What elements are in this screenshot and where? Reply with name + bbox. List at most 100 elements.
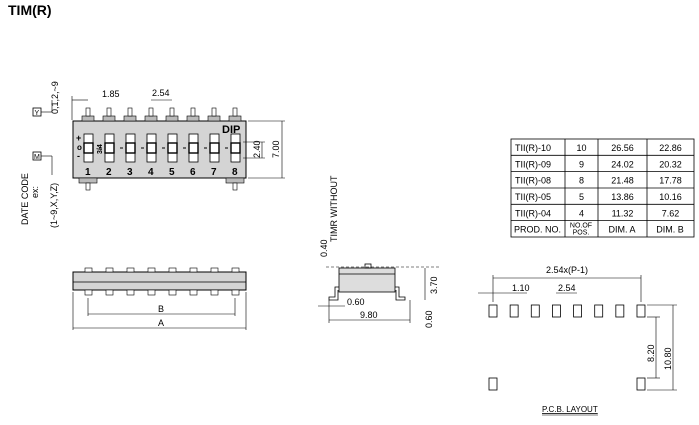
date-code: Y 0,1,2,~9 M DATE CODE ex: (1~9,X,Y,Z) [20, 81, 60, 228]
position-number: 2 [106, 167, 112, 178]
dim-top: 0.40 [319, 239, 329, 257]
pin [123, 115, 137, 122]
table-header-pos: POS. [573, 230, 590, 237]
pin [165, 115, 179, 122]
table-cell: 4 [579, 208, 584, 218]
table-cell: TII(R)-05 [515, 192, 551, 202]
pin-lead [232, 107, 238, 117]
switch-actuator[interactable] [188, 142, 199, 154]
switch-actuator[interactable] [125, 142, 136, 154]
front-view: B A [72, 267, 247, 330]
pcb-layout: 2.54x(P-1) 1.10 2.54 8.20 10.80 P.C.B. L… [478, 265, 677, 416]
brand-mark: DIP [222, 124, 240, 136]
front-pin [168, 289, 177, 296]
switch-actuator[interactable] [104, 142, 115, 154]
front-pin [231, 289, 240, 296]
dim-pad-pitch: 2.54 [558, 283, 576, 293]
table-cell: 7.62 [662, 208, 680, 218]
front-pin [105, 289, 114, 296]
pin-lead [169, 107, 175, 117]
pcb-pad [573, 304, 582, 318]
dim-pad-outer: 10.80 [663, 347, 673, 370]
dim-body-height: 7.00 [271, 140, 281, 158]
front-pin [189, 289, 198, 296]
position-number: 1 [85, 167, 91, 178]
pcb-pad [636, 304, 646, 318]
dim-overall-width: 9.80 [360, 310, 378, 320]
date-code-example: ex: [30, 186, 40, 198]
side-view: 0.40 TIMR WITHOUT 0.60 9.80 3.70 0.60 [318, 175, 440, 328]
table-cell: 10.16 [659, 192, 682, 202]
switch-actuator[interactable] [146, 142, 157, 154]
table-cell: 11.32 [612, 208, 634, 218]
pin-lead [127, 107, 133, 117]
table-header-dim-b: DIM. B [656, 225, 684, 235]
code-mark: 3/4 [97, 144, 104, 154]
dim-overall-height: 3.70 [429, 276, 439, 294]
table-header-dim-a: DIM. A [608, 225, 635, 235]
pin [144, 115, 158, 122]
bottom-pin-lead [85, 182, 91, 191]
table-cell: 24.02 [611, 159, 634, 169]
table-cell: 22.86 [659, 143, 682, 153]
date-code-month-box: M [34, 154, 40, 161]
table-cell: TII(R)-08 [515, 176, 551, 186]
front-actuator [84, 267, 93, 273]
pcb-pad [594, 304, 604, 318]
switch-actuator[interactable] [230, 142, 241, 154]
table-header-prod-no: PROD. NO. [514, 225, 561, 235]
date-code-year-range: 0,1,2,~9 [50, 81, 60, 114]
dim-pin-width: 0.60 [347, 297, 365, 307]
table-cell: 17.78 [659, 176, 682, 186]
pin [228, 115, 242, 122]
pin-lead [148, 107, 154, 117]
date-code-year-box: Y [35, 110, 40, 117]
table-header-no-of: NO.OF [570, 223, 592, 230]
front-actuator [189, 267, 198, 273]
position-number: 8 [232, 167, 238, 178]
dim-a: A [158, 318, 164, 328]
table-cell: 8 [579, 176, 584, 186]
dim-b: B [158, 304, 164, 314]
front-actuator [126, 267, 135, 273]
table-cell: 21.48 [611, 176, 634, 186]
pin [102, 115, 116, 122]
pin [81, 115, 95, 122]
position-number: 7 [211, 167, 217, 178]
pcb-pad [509, 304, 519, 318]
table-cell: 5 [579, 192, 584, 202]
front-pin [210, 289, 219, 296]
table-cell: 10 [576, 143, 586, 153]
pin [186, 115, 200, 122]
switch-actuator[interactable] [167, 142, 178, 154]
table-cell: 9 [579, 159, 584, 169]
table-cell: TII(R)-04 [515, 208, 551, 218]
pcb-pad [530, 304, 540, 318]
front-pin [126, 289, 135, 296]
pin [207, 115, 221, 122]
bottom-pin [225, 177, 245, 184]
table-cell: 26.56 [611, 143, 634, 153]
date-code-label: DATE CODE [20, 173, 30, 225]
date-code-month-range: (1~9,X,Y,Z) [49, 183, 59, 228]
dim-standoff: 0.60 [424, 310, 434, 328]
front-actuator [210, 267, 219, 273]
pin-lead [106, 107, 112, 117]
neutral-symbol: o [77, 143, 82, 152]
front-actuator [105, 267, 114, 273]
switch-actuator[interactable] [83, 142, 94, 154]
table-cell: TII(R)-10 [515, 143, 551, 153]
dim-pitch: 2.54 [152, 88, 170, 98]
pin-lead [85, 107, 91, 117]
switch-actuator[interactable] [209, 142, 220, 154]
dim-edge-pitch: 1.85 [102, 89, 120, 99]
note-without-timr: TIMR WITHOUT [329, 175, 339, 242]
pcb-pad [552, 304, 561, 318]
front-actuator [231, 267, 240, 273]
off-symbol: - [77, 151, 80, 161]
page-title: TIM(R) [8, 2, 52, 18]
dim-pad-width: 1.10 [512, 283, 530, 293]
